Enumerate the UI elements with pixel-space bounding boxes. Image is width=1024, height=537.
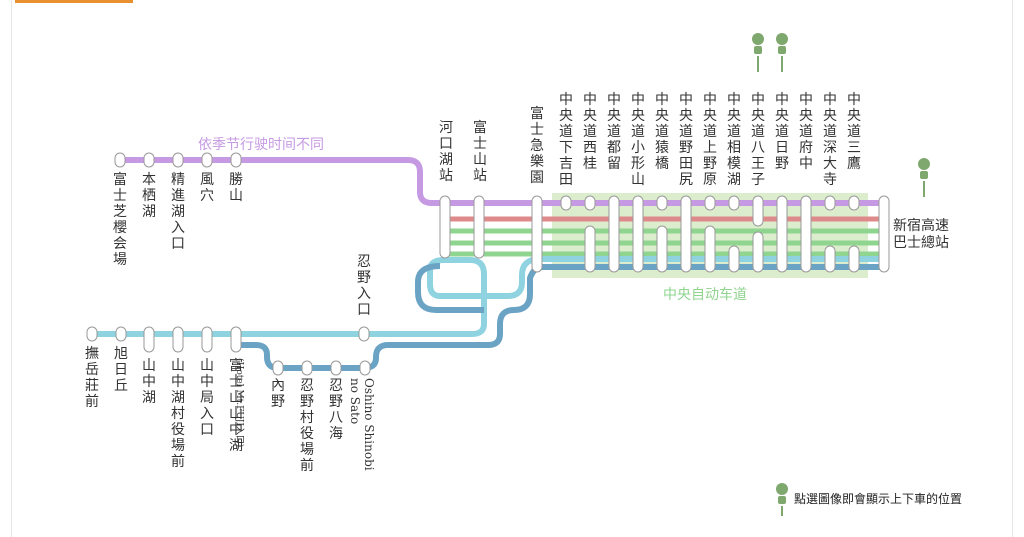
- station-oshino-hakkai[interactable]: 忍野八海: [329, 378, 343, 442]
- station-marker[interactable]: [230, 152, 242, 168]
- chuo-expressway-caption: 中央自动车道: [663, 287, 747, 303]
- station-yamanaka-kyoku[interactable]: 山中局入口: [200, 358, 214, 438]
- station-marker[interactable]: [656, 225, 668, 273]
- station-marker[interactable]: [172, 152, 184, 168]
- station-marker[interactable]: [301, 360, 313, 376]
- station-uenohara[interactable]: 中央道上野原: [703, 92, 717, 188]
- station-marker[interactable]: [230, 326, 242, 353]
- station-marker[interactable]: [704, 225, 716, 273]
- station-marker[interactable]: [752, 195, 764, 227]
- station-shojiko-iriguchi[interactable]: 精進湖入口: [171, 172, 185, 252]
- station-yamanakako[interactable]: 山中湖: [142, 358, 156, 406]
- station-marker[interactable]: [848, 245, 860, 273]
- station-fuji-shibazakura[interactable]: 富士芝櫻会場: [113, 172, 127, 268]
- station-marker[interactable]: [824, 195, 836, 211]
- station-marker[interactable]: [878, 195, 890, 273]
- station-marker[interactable]: [560, 195, 572, 211]
- station-marker[interactable]: [359, 360, 371, 376]
- station-sagamiko[interactable]: 中央道相模湖: [727, 92, 741, 188]
- station-shimoyoshida[interactable]: 中央道下吉田: [559, 92, 573, 188]
- station-marker[interactable]: [272, 360, 284, 376]
- tab-accent-bar: [15, 0, 133, 3]
- station-marker[interactable]: [201, 326, 213, 353]
- station-marker[interactable]: [473, 195, 485, 259]
- content-frame: [11, 0, 1013, 537]
- station-marker[interactable]: [656, 195, 668, 211]
- station-tsuru[interactable]: 中央道都留: [607, 92, 621, 172]
- station-marker[interactable]: [143, 152, 155, 168]
- station-mitaka[interactable]: 中央道三鷹: [847, 92, 861, 172]
- station-uchino[interactable]: 內野: [271, 378, 285, 410]
- station-marker[interactable]: [86, 326, 98, 342]
- route-line-blue: [236, 263, 884, 371]
- station-oshino-iriguchi[interactable]: 忍野入口: [357, 254, 371, 318]
- station-saruhashi[interactable]: 中央道猿橋: [655, 92, 669, 172]
- station-oshino-shinobi[interactable]: Oshino Shinobi no Sato: [348, 378, 376, 471]
- station-fujisan-yamanakako-note: (Hotel Mt.FUJI入口): [234, 358, 244, 448]
- station-marker[interactable]: [824, 245, 836, 273]
- bus-stop-pin-icon[interactable]: [775, 32, 789, 72]
- station-marker[interactable]: [439, 195, 451, 259]
- station-marker[interactable]: [143, 326, 155, 353]
- station-marker[interactable]: [584, 195, 596, 211]
- station-motosuko[interactable]: 本栖湖: [142, 172, 156, 220]
- station-oshino-yakuba[interactable]: 忍野村役場前: [300, 378, 314, 474]
- station-marker[interactable]: [728, 245, 740, 273]
- station-hachioji[interactable]: 中央道八王子: [751, 92, 765, 188]
- route-line-purple: [120, 157, 884, 206]
- station-marker[interactable]: [752, 231, 764, 273]
- station-marker[interactable]: [531, 195, 543, 273]
- station-fujikyu-highland[interactable]: 富士急樂園: [530, 106, 544, 186]
- station-marker[interactable]: [848, 195, 860, 211]
- station-marker[interactable]: [704, 195, 716, 211]
- station-fujisan-yamanakako[interactable]: 富士山山中湖: [229, 358, 243, 454]
- bus-stop-pin-icon[interactable]: [917, 157, 931, 197]
- station-fujisan[interactable]: 富士山站: [473, 120, 487, 184]
- station-marker[interactable]: [172, 326, 184, 353]
- station-marker[interactable]: [800, 195, 812, 273]
- station-kawaguchiko[interactable]: 河口湖站: [439, 120, 453, 184]
- station-fugaku-soumae[interactable]: 撫岳莊前: [85, 346, 99, 410]
- station-asahigaoka[interactable]: 旭日丘: [114, 346, 128, 394]
- bus-stop-pin-icon[interactable]: [751, 32, 765, 72]
- station-fukadaiji[interactable]: 中央道深大寺: [823, 92, 837, 188]
- station-marker[interactable]: [632, 195, 644, 273]
- station-marker[interactable]: [358, 326, 370, 342]
- station-shinjuku[interactable]: 新宿高速巴士總站: [893, 218, 949, 251]
- station-marker[interactable]: [114, 152, 126, 168]
- station-kobuchisawa[interactable]: 中央道小形山: [631, 92, 645, 188]
- station-marker[interactable]: [608, 195, 620, 273]
- station-marker[interactable]: [776, 195, 788, 273]
- station-marker[interactable]: [201, 152, 213, 168]
- station-marker[interactable]: [728, 195, 740, 211]
- station-marker[interactable]: [584, 225, 596, 273]
- station-hino[interactable]: 中央道日野: [775, 92, 789, 172]
- station-fuchu[interactable]: 中央道府中: [799, 92, 813, 172]
- legend-pin-icon: [776, 483, 788, 516]
- station-nodajiri[interactable]: 中央道野田尻: [679, 92, 693, 188]
- route-line-cyan: [92, 256, 884, 337]
- station-fuketsu[interactable]: 風穴: [200, 172, 214, 204]
- station-marker[interactable]: [330, 360, 342, 376]
- seasonal-schedule-caption: 依季节行驶时间不同: [198, 137, 324, 153]
- station-nishikatsura[interactable]: 中央道西桂: [583, 92, 597, 172]
- station-marker[interactable]: [115, 326, 127, 342]
- station-marker[interactable]: [680, 195, 692, 273]
- legend-text: 點選圖像即會顯示上下車的位置: [794, 492, 963, 506]
- station-katsuyama[interactable]: 勝山: [229, 172, 243, 204]
- station-yamanakako-yakuba[interactable]: 山中湖村役場前: [171, 358, 185, 470]
